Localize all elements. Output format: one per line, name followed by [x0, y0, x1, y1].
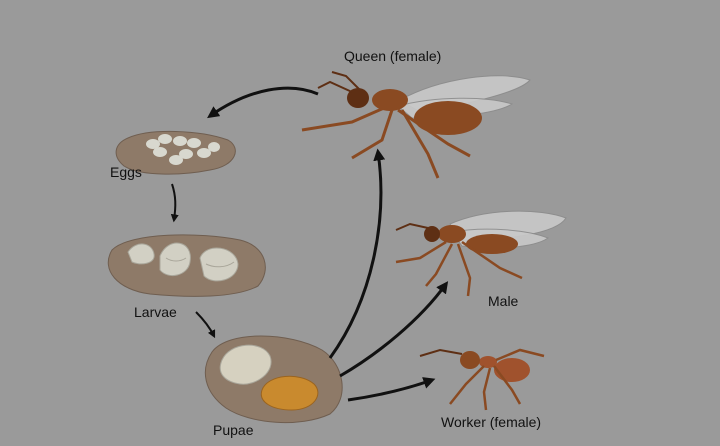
arrow-queen-to-eggs [207, 86, 319, 119]
label-queen: Queen (female) [344, 48, 442, 64]
larvae-illustration [107, 234, 266, 297]
arrow-pupae-to-worker [347, 377, 436, 402]
queen-ant-illustration [301, 71, 531, 179]
arrow-eggs-to-larvae [170, 183, 179, 223]
label-male: Male [488, 293, 519, 309]
eggs-illustration [115, 130, 236, 175]
arrow-pupae-to-queen [328, 148, 386, 359]
arrow-larvae-to-pupae [195, 311, 216, 339]
pupae-illustration [204, 335, 343, 423]
label-pupae: Pupae [213, 422, 254, 438]
label-worker: Worker (female) [441, 414, 542, 430]
label-eggs: Eggs [110, 164, 142, 180]
label-larvae: Larvae [134, 304, 177, 320]
arrow-pupae-to-male [339, 281, 449, 378]
male-ant-illustration [395, 210, 567, 297]
worker-ant-illustration [419, 348, 545, 411]
